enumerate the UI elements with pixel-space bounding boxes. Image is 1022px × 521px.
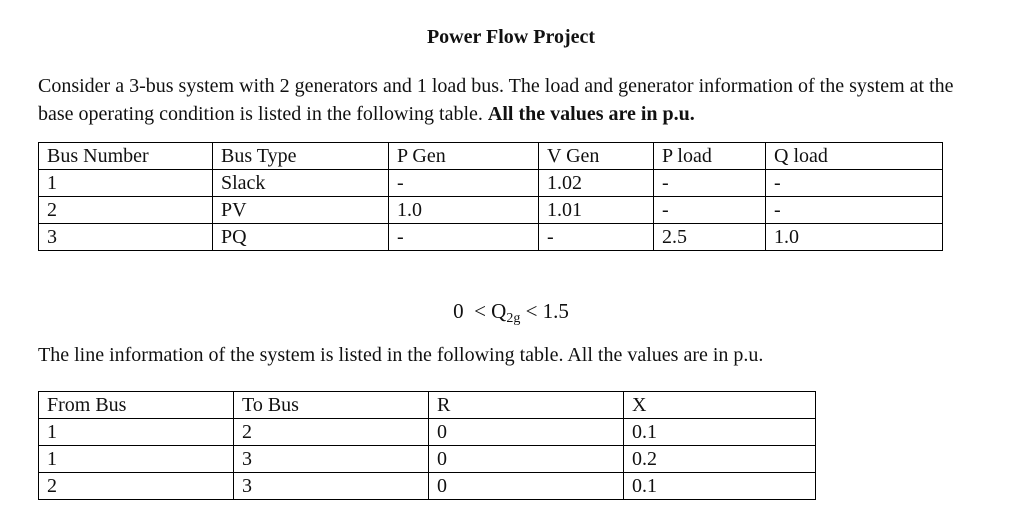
line-info-paragraph: The line information of the system is li… xyxy=(38,344,764,366)
table-row: 2 PV 1.0 1.01 - - xyxy=(38,196,943,224)
intro-bold-text: All the values are in p.u. xyxy=(487,103,695,125)
table-header-row: Bus Number Bus Type P Gen V Gen P load Q… xyxy=(38,142,943,170)
table-cell: 0.1 xyxy=(623,418,816,446)
table-cell: 1 xyxy=(38,445,234,473)
table-cell: 3 xyxy=(233,445,429,473)
constraint-suffix: < 1.5 xyxy=(520,299,569,323)
table-cell: 2 xyxy=(38,196,213,224)
table-cell: 3 xyxy=(38,223,213,251)
table-cell: 1.0 xyxy=(765,223,943,251)
table-header-row: From Bus To Bus R X xyxy=(38,391,816,419)
bus-data-table: Bus Number Bus Type P Gen V Gen P load Q… xyxy=(38,142,943,251)
column-header: Bus Number xyxy=(38,142,213,170)
intro-text: Consider a 3-bus system with 2 generator… xyxy=(38,75,954,125)
table-row: 1 3 0 0.2 xyxy=(38,445,816,473)
table-cell: 1 xyxy=(38,418,234,446)
column-header: R xyxy=(428,391,624,419)
table-row: 2 3 0 0.1 xyxy=(38,472,816,500)
q2g-constraint-formula: 0 < Q2g < 1.5 xyxy=(0,297,1022,326)
table-cell: - xyxy=(653,169,766,197)
column-header: P Gen xyxy=(388,142,539,170)
table-cell: Slack xyxy=(212,169,389,197)
table-cell: PV xyxy=(212,196,389,224)
column-header: From Bus xyxy=(38,391,234,419)
table-cell: 1.02 xyxy=(538,169,654,197)
table-cell: 2 xyxy=(233,418,429,446)
line-data-table: From Bus To Bus R X 1 2 0 0.1 1 3 0 0.2 … xyxy=(38,391,816,500)
table-cell: 2 xyxy=(38,472,234,500)
constraint-prefix: 0 < Q xyxy=(453,299,507,323)
table-row: 1 2 0 0.1 xyxy=(38,418,816,446)
table-cell: - xyxy=(765,169,943,197)
table-row: 3 PQ - - 2.5 1.0 xyxy=(38,223,943,251)
table-row: 1 Slack - 1.02 - - xyxy=(38,169,943,197)
column-header: X xyxy=(623,391,816,419)
table-cell: - xyxy=(765,196,943,224)
table-cell: 2.5 xyxy=(653,223,766,251)
constraint-subscript: 2g xyxy=(506,311,521,326)
table-cell: 1 xyxy=(38,169,213,197)
table-cell: 1.01 xyxy=(538,196,654,224)
table-cell: 0.1 xyxy=(623,472,816,500)
table-cell: 1.0 xyxy=(388,196,539,224)
column-header: Bus Type xyxy=(212,142,389,170)
column-header: To Bus xyxy=(233,391,429,419)
page-title: Power Flow Project xyxy=(426,26,596,48)
column-header: P load xyxy=(653,142,766,170)
table-cell: 0 xyxy=(428,472,624,500)
table-cell: 0 xyxy=(428,445,624,473)
column-header: Q load xyxy=(765,142,943,170)
column-header: V Gen xyxy=(538,142,654,170)
table-cell: - xyxy=(538,223,654,251)
table-cell: 0.2 xyxy=(623,445,816,473)
table-cell: 3 xyxy=(233,472,429,500)
table-cell: - xyxy=(653,196,766,224)
table-cell: 0 xyxy=(428,418,624,446)
table-cell: PQ xyxy=(212,223,389,251)
table-cell: - xyxy=(388,169,539,197)
intro-paragraph: Consider a 3-bus system with 2 generator… xyxy=(38,72,958,128)
table-cell: - xyxy=(388,223,539,251)
